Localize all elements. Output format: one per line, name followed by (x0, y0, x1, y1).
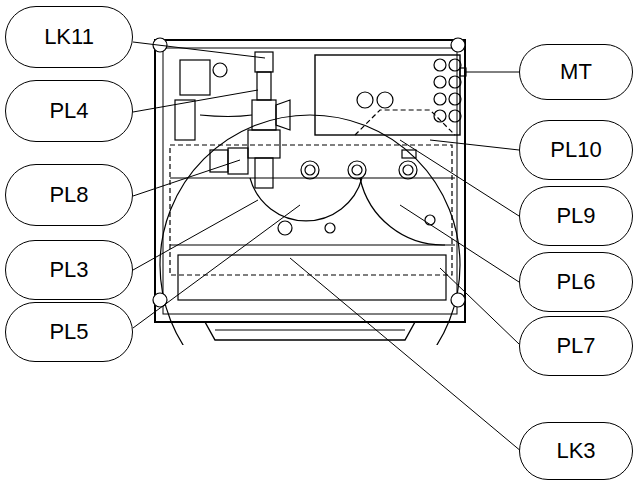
callout-bubble: PL8 (5, 164, 133, 226)
callout-label: PL9 (556, 203, 595, 229)
callout-label: PL8 (49, 182, 88, 208)
callout-bubble: PL4 (5, 80, 133, 142)
callout-bubble: PL6 (519, 252, 633, 312)
callout-bubble: PL7 (519, 316, 633, 376)
callout-label: PL10 (550, 137, 601, 163)
callout-label: LK11 (44, 24, 94, 50)
callout-label: LK3 (556, 438, 595, 464)
callout-label: MT (560, 59, 592, 85)
callout-label: PL4 (49, 98, 88, 124)
callout-bubble: LK11 (5, 6, 133, 68)
callout-bubble: PL10 (519, 120, 633, 180)
callout-label: PL5 (49, 319, 88, 345)
callout-bubble: PL3 (5, 240, 133, 300)
callout-label: PL3 (49, 257, 88, 283)
callout-bubble: PL5 (5, 302, 133, 362)
callout-label: PL7 (556, 333, 595, 359)
callout-bubble: PL9 (519, 186, 633, 246)
callout-label: PL6 (556, 269, 595, 295)
callout-bubble: MT (519, 44, 633, 100)
callout-bubble: LK3 (519, 422, 633, 480)
